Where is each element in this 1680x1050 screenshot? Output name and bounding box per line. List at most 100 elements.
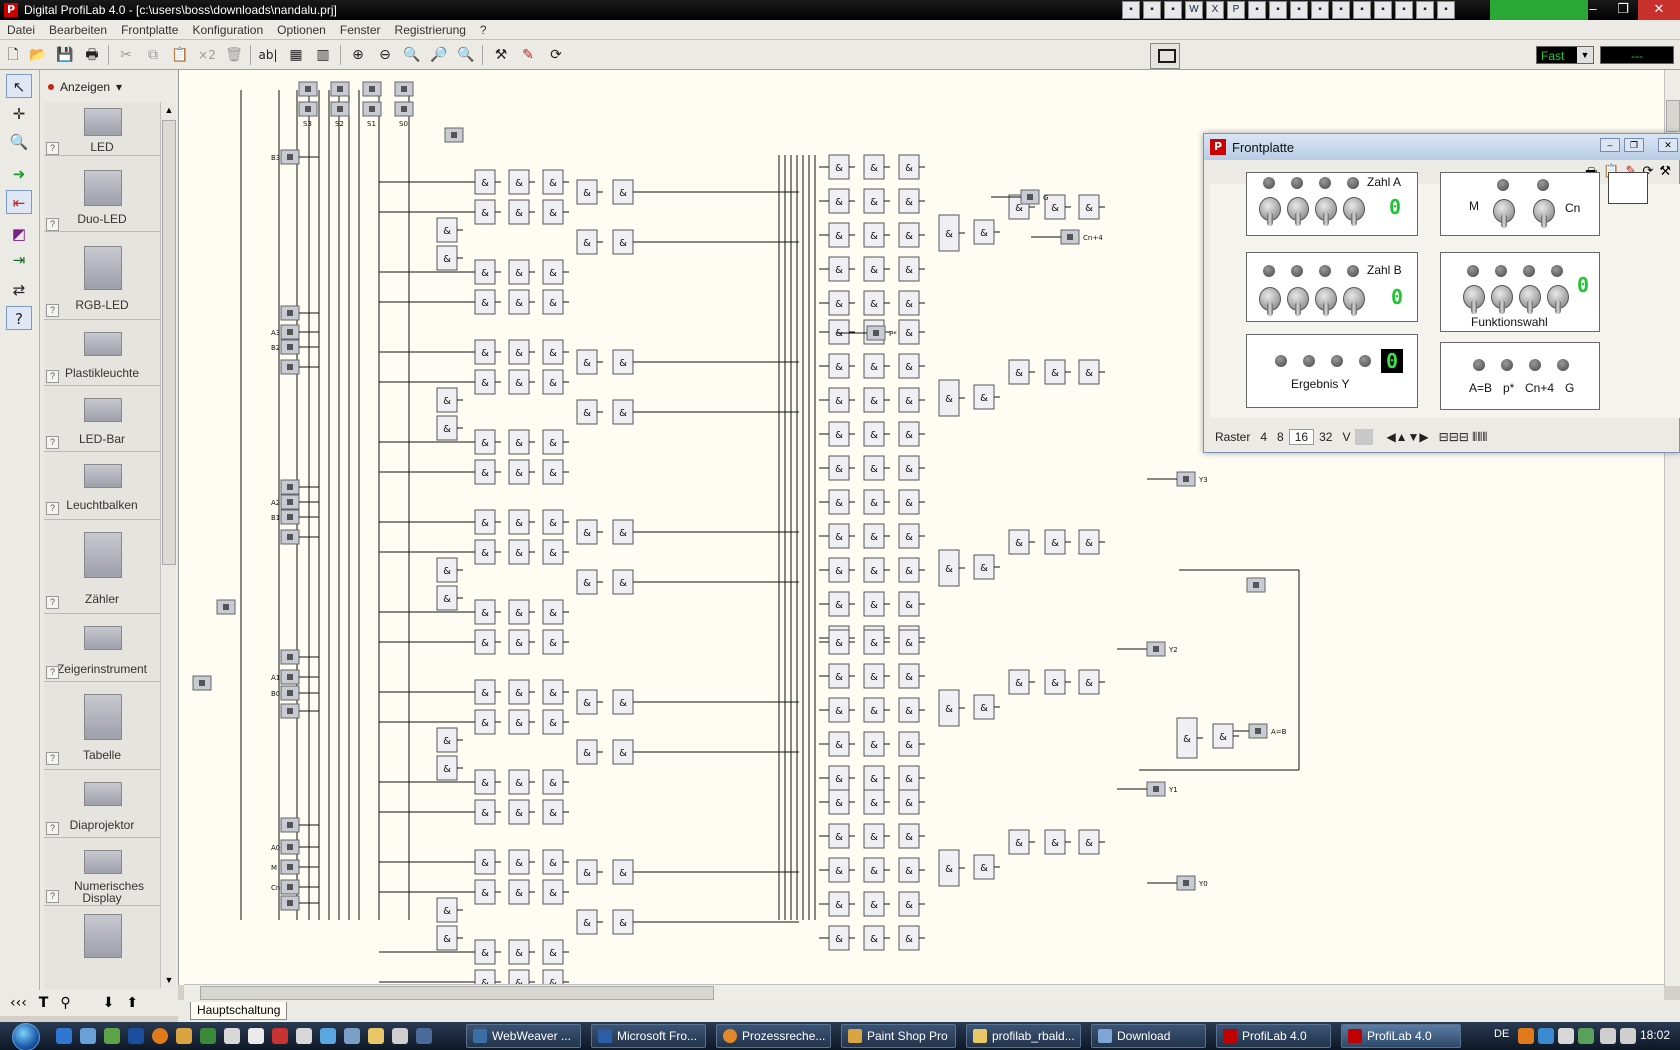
zoom-in-icon[interactable]: ⊕ [352, 47, 364, 63]
palette-item-duo-led[interactable]: Duo-LED ? [44, 156, 160, 232]
tray-app-icon[interactable]: ▪ [1374, 1, 1392, 19]
help-icon[interactable]: ? [46, 596, 59, 609]
tray-app-icon[interactable]: ▪ [1248, 1, 1266, 19]
clock[interactable]: 18:02 [1640, 1028, 1671, 1042]
quicklaunch-icon[interactable] [128, 1028, 144, 1044]
palette-item-plastikleuchte[interactable]: Plastikleuchte ? [44, 320, 160, 386]
menu-datei[interactable]: Datei [7, 22, 36, 37]
volume-icon[interactable] [1620, 1028, 1636, 1044]
switch-b0[interactable] [1343, 287, 1365, 316]
quicklaunch-icon[interactable] [224, 1028, 240, 1044]
tray-icon[interactable] [1558, 1028, 1574, 1044]
input-pin-icon[interactable]: ⇥ [12, 251, 26, 269]
raster-swatch[interactable] [1355, 429, 1374, 445]
tray-app-icon[interactable]: ▪ [1437, 1, 1455, 19]
build-tools-icon[interactable]: ⚒ [1659, 164, 1671, 179]
duplicate-icon[interactable]: ×2 [198, 48, 216, 62]
tray-app-icon[interactable]: ▪ [1143, 1, 1161, 19]
menu-konfiguration[interactable]: Konfiguration [192, 22, 264, 37]
help-icon[interactable]: ? [46, 436, 59, 449]
cut-icon[interactable]: ✂ [120, 47, 132, 63]
minimize-button[interactable]: – [1600, 138, 1620, 152]
help-icon[interactable]: ? [46, 370, 59, 383]
switch-m[interactable] [1493, 199, 1515, 228]
paste-icon[interactable]: 📋 [171, 47, 189, 63]
help-icon[interactable]: ? [46, 502, 59, 515]
help-icon[interactable]: ? [46, 890, 59, 903]
switch-s3[interactable] [1463, 285, 1485, 314]
quicklaunch-icon[interactable] [152, 1028, 168, 1044]
switch-cn[interactable] [1533, 199, 1555, 228]
switch-a1[interactable] [1315, 197, 1337, 226]
excel-icon[interactable]: X [1206, 1, 1224, 19]
stop-arrow-icon[interactable]: ⇤ [6, 190, 32, 214]
help-icon[interactable]: ? [46, 666, 59, 679]
raster-option-4[interactable]: 4 [1260, 430, 1268, 444]
zoom-reset-icon[interactable]: 🔍 [457, 47, 475, 63]
new-file-icon[interactable]: 🗋 [7, 47, 19, 63]
quicklaunch-icon[interactable] [200, 1028, 216, 1044]
down-arrow-icon[interactable]: ⬇ [102, 995, 115, 1011]
scroll-up-icon[interactable]: ▲ [164, 105, 174, 115]
wire-node-icon[interactable]: ✛ [12, 105, 26, 123]
start-button[interactable] [4, 1022, 48, 1050]
powerpoint-icon[interactable]: P [1227, 1, 1245, 19]
delete-icon[interactable]: 🗑 [225, 47, 243, 63]
hi-lo-icon[interactable]: ◩ [11, 225, 27, 243]
switch-s0[interactable] [1547, 285, 1569, 314]
switch-a0[interactable] [1343, 197, 1365, 226]
connect-icon[interactable]: ⟳ [550, 47, 562, 63]
probe-icon[interactable]: ✎ [522, 47, 534, 63]
task-profilab-folder[interactable]: profilab_rbald... [966, 1024, 1081, 1048]
quicklaunch-icon[interactable] [368, 1028, 384, 1044]
run-arrow-icon[interactable]: ➜ [12, 165, 26, 183]
menu-registrierung[interactable]: Registrierung [394, 22, 466, 37]
minimize-button[interactable]: – [1589, 1, 1597, 16]
menu-frontplatte[interactable]: Frontplatte [121, 22, 179, 37]
tray-app-icon[interactable]: ▪ [1416, 1, 1434, 19]
help-pointer-icon[interactable]: ? [6, 306, 32, 330]
palette-item-led-bar[interactable]: LED-Bar ? [44, 386, 160, 452]
tray-app-icon[interactable]: ▪ [1290, 1, 1308, 19]
raster-option-32[interactable]: 32 [1319, 430, 1333, 444]
tray-app-icon[interactable]: ▪ [1332, 1, 1350, 19]
task-webweaver[interactable]: WebWeaver ... [466, 1024, 581, 1048]
raster-v-label[interactable]: V [1342, 430, 1351, 444]
quicklaunch-icon[interactable] [176, 1028, 192, 1044]
restore-button[interactable]: ❐ [1624, 138, 1644, 152]
scrollbar-thumb[interactable] [162, 120, 176, 565]
zoom-out-icon[interactable]: ⊖ [379, 47, 391, 63]
close-button[interactable]: ✕ [1638, 0, 1680, 20]
scrollbar-thumb[interactable] [1666, 100, 1680, 132]
task-microsoft-frontpage[interactable]: Microsoft Fro... [591, 1024, 706, 1048]
palette-item-numerisches-display[interactable]: Numerisches Display ? [44, 838, 160, 906]
palette-item-text-display[interactable] [44, 906, 160, 992]
tray-app-icon[interactable]: ▪ [1311, 1, 1329, 19]
task-profilab-1[interactable]: ProfiLab 4.0 [1216, 1024, 1331, 1048]
help-icon[interactable]: ? [46, 752, 59, 765]
build-tools-icon[interactable]: ⚒ [494, 47, 508, 63]
binoculars-icon[interactable]: ⚲ [60, 995, 71, 1011]
palette-item-diaprojektor[interactable]: Diaprojektor ? [44, 770, 160, 838]
grid-icon[interactable]: ▦ [289, 47, 303, 63]
scrollbar-thumb[interactable] [200, 986, 714, 1000]
help-icon[interactable]: ? [46, 304, 59, 317]
copy-icon[interactable]: ⧉ [148, 47, 158, 63]
scroll-down-icon[interactable]: ▼ [164, 975, 174, 985]
frontpanel-monitor-icon[interactable] [1150, 43, 1180, 69]
frontplatte-title-bar[interactable]: P Frontplatte – ❐ ✕ [1204, 134, 1680, 160]
task-download[interactable]: Download [1091, 1024, 1206, 1048]
menu-help[interactable]: ? [479, 22, 487, 37]
quicklaunch-icon[interactable] [248, 1028, 264, 1044]
language-indicator[interactable]: DE [1494, 1028, 1510, 1040]
tab-hauptschaltung[interactable]: Hauptschaltung [190, 1002, 288, 1020]
raster-option-8[interactable]: 8 [1277, 430, 1284, 444]
switch-b2[interactable] [1287, 287, 1309, 316]
quicklaunch-icon[interactable] [104, 1028, 120, 1044]
tray-icon[interactable] [1578, 1028, 1594, 1044]
speed-select[interactable]: Fast ▼ [1536, 46, 1594, 64]
palette-category[interactable]: Anzeigen ▾ [44, 76, 156, 98]
probe-icon[interactable]: ✎ [1626, 164, 1637, 186]
switch-a2[interactable] [1287, 197, 1309, 226]
collapse-icon[interactable]: ‹‹‹ [10, 995, 27, 1011]
